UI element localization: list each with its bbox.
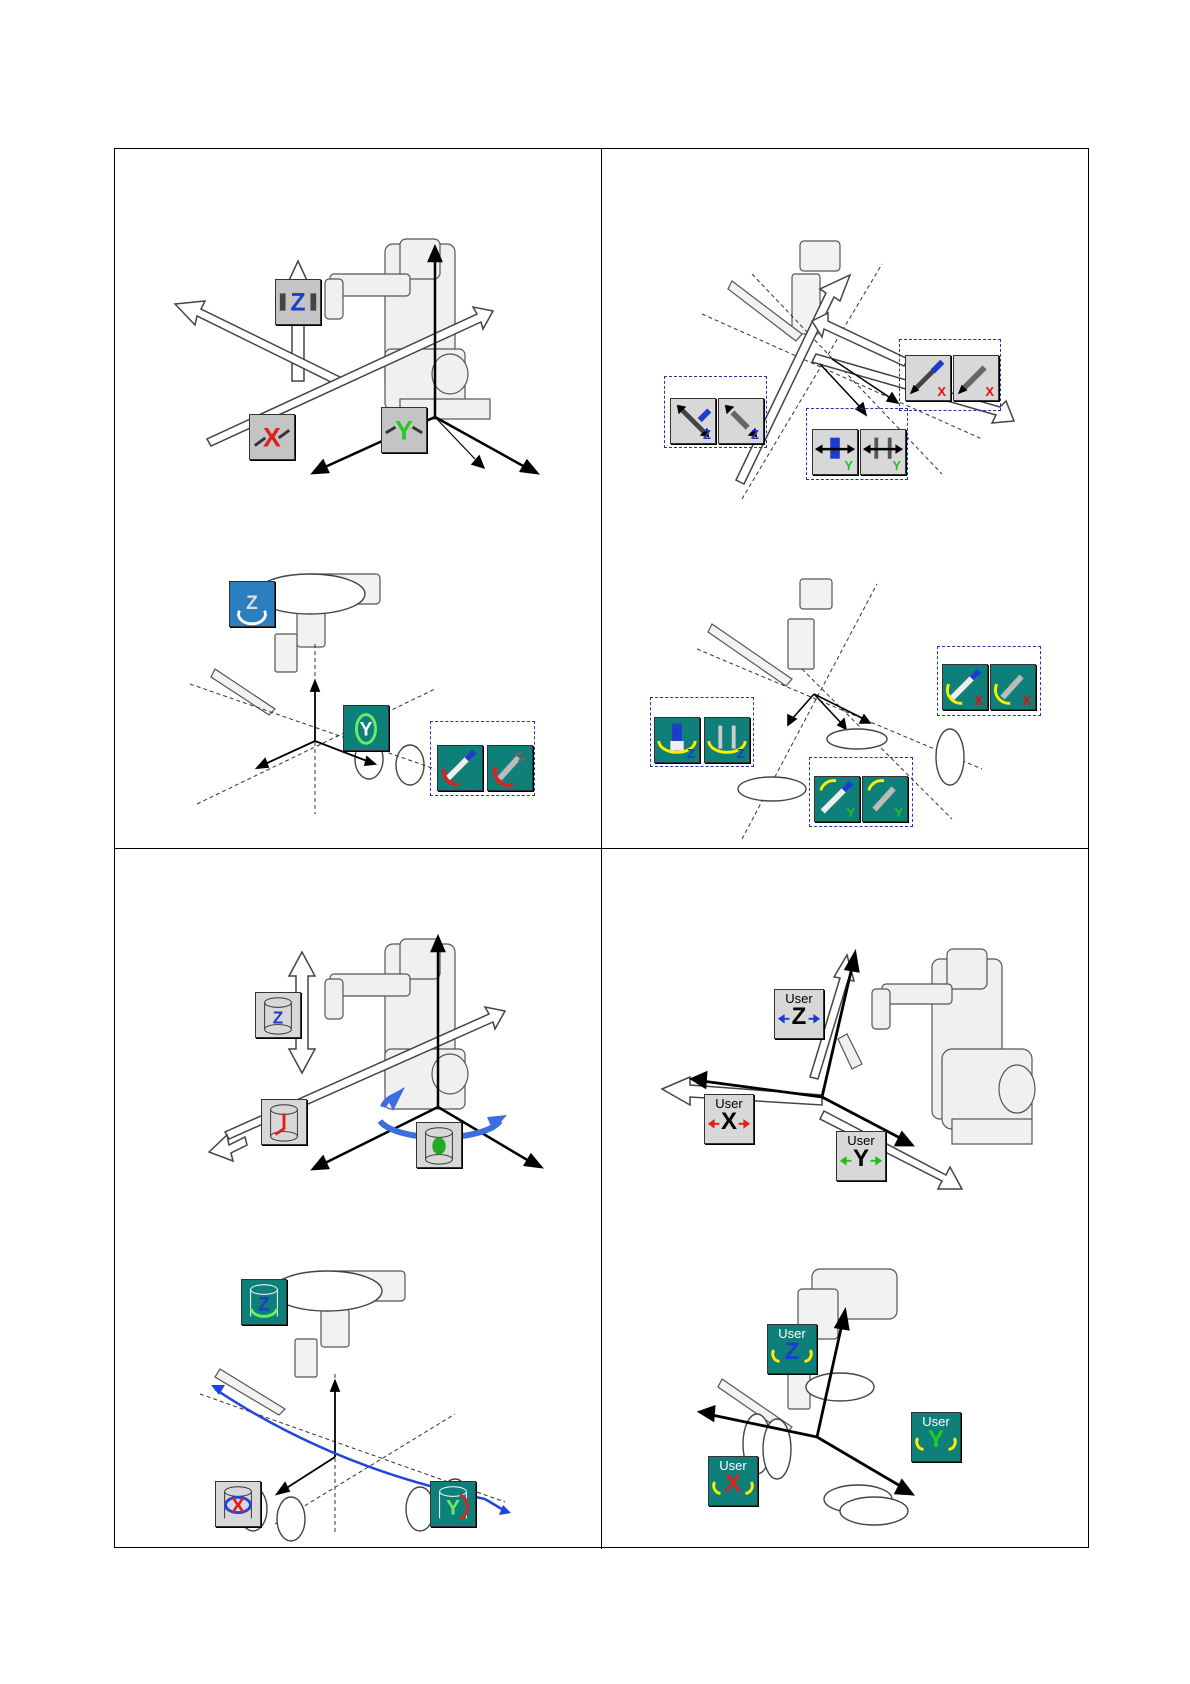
tool-rx-label: X: [974, 694, 983, 708]
gripper-rotate-icon: [488, 746, 532, 790]
svg-text:Y: Y: [446, 1497, 460, 1520]
svg-text:Z: Z: [258, 1295, 270, 1316]
tool-rz-gripper-label: Z: [737, 747, 745, 761]
cyl-ry-jog-icon[interactable]: Y: [430, 1481, 476, 1527]
rz-ring: [272, 1271, 382, 1311]
base-ry-jog-icon[interactable]: Y: [343, 705, 389, 751]
tool-ry-jog-icon[interactable]: Y: [814, 776, 860, 822]
tool-rx-gripper-icon[interactable]: X: [990, 664, 1036, 710]
cyl-rx-jog-icon[interactable]: X: [215, 1481, 261, 1527]
tool-rotate-left-icon[interactable]: [437, 745, 483, 791]
user-rz-jog-icon[interactable]: User Z: [767, 1324, 817, 1374]
cylinder-rotate-z-icon: Z: [242, 1280, 286, 1324]
cylinder-rotation-diagram: [115, 849, 602, 1549]
panel-base-frame: Z X Y: [115, 149, 602, 849]
tool-ry-gripper-label: Y: [894, 806, 903, 820]
tool-axes: [277, 1381, 339, 1494]
figure-grid: Z X Y: [114, 148, 1089, 1548]
user-rotation-diagram: [602, 849, 1089, 1549]
yellow-rotate-arrows-icon: [912, 1413, 960, 1461]
blue-path-arrowhead: [499, 1505, 511, 1515]
panel-tool-frame: Z Z X X Y: [602, 149, 1089, 849]
rotate-z-icon: Z: [230, 582, 274, 626]
tool-rz-gripper-icon[interactable]: Z: [704, 717, 750, 763]
panel-cylinder-frame: Z: [115, 849, 602, 1549]
rotate-y-icon: Y: [344, 706, 388, 750]
dashed-axes: [190, 644, 435, 814]
user-rx-jog-icon[interactable]: User X: [708, 1456, 758, 1506]
svg-text:Z: Z: [246, 593, 258, 614]
tool-ry-gripper-icon[interactable]: Y: [862, 776, 908, 822]
panel-user-frame: User Z User X User Y: [602, 849, 1089, 1549]
yellow-rotate-arrows-icon: [709, 1457, 757, 1505]
cyl-rz-jog-icon[interactable]: Z: [241, 1279, 287, 1325]
tool-rx-jog-icon[interactable]: X: [942, 664, 988, 710]
cylinder-rotate-y-icon: Y: [431, 1482, 475, 1526]
user-ry-jog-icon[interactable]: User Y: [911, 1412, 961, 1462]
tool-rot-axes: [788, 694, 870, 729]
tool-rz-label: Z: [687, 747, 695, 761]
svg-text:Y: Y: [360, 720, 373, 741]
tool-rx-gripper-label: X: [1022, 694, 1031, 708]
tool-ry-label: Y: [846, 806, 855, 820]
tool-rotate-icon: [438, 746, 482, 790]
base-rz-jog-icon[interactable]: Z: [229, 581, 275, 627]
tool-rotate-right-icon[interactable]: [487, 745, 533, 791]
tool-flange-illustration: [708, 579, 832, 686]
tool-rz-jog-icon[interactable]: Z: [654, 717, 700, 763]
yellow-rotate-arrows-icon: [768, 1325, 816, 1373]
rotation-rings: [255, 574, 424, 785]
cylinder-rotate-x-icon: X: [216, 1482, 260, 1526]
svg-text:X: X: [231, 1495, 245, 1518]
